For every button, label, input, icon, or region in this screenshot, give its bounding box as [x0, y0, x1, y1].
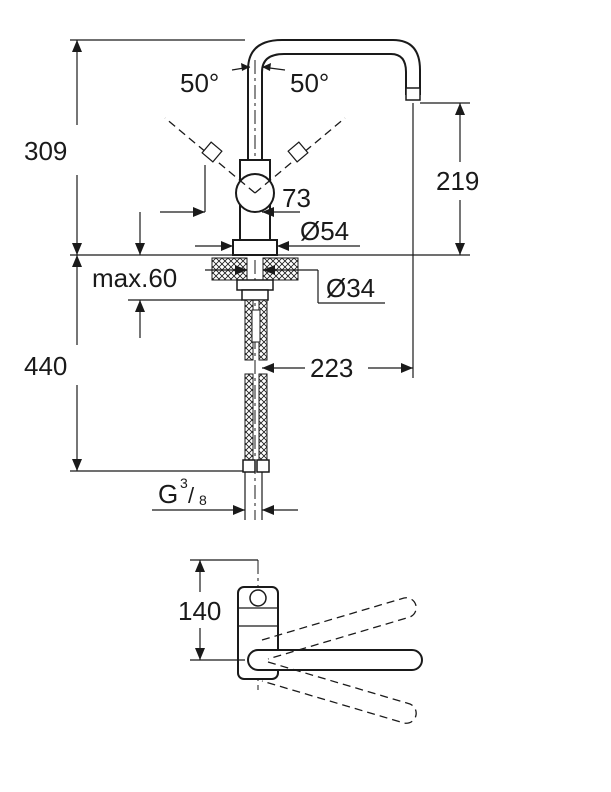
label-219: 219 [436, 166, 479, 196]
dim-spout-height: 219 [420, 102, 479, 255]
label-angle-left: 50° [180, 68, 219, 98]
dim-handle-height: 73 [160, 165, 311, 217]
dim-handle-depth: 140 [178, 559, 258, 661]
label-223: 223 [310, 353, 353, 383]
label-max60: max.60 [92, 263, 177, 293]
label-440: 440 [24, 351, 67, 381]
top-view: 140 [178, 559, 423, 724]
label-309: 309 [24, 136, 67, 166]
svg-text:/: / [188, 483, 195, 508]
dim-total-height: 309 [24, 39, 245, 255]
label-angle-right: 50° [290, 68, 329, 98]
front-elevation: 309 219 440 73 [24, 39, 479, 520]
label-140: 140 [178, 596, 221, 626]
faucet-body [232, 159, 278, 256]
lever-swivel-down [261, 661, 417, 724]
label-thread-num: 3 [180, 475, 188, 491]
dim-hole-diameter: Ø34 [205, 265, 385, 304]
deck-section [211, 257, 299, 301]
label-d34: Ø34 [326, 273, 375, 303]
label-d54: Ø54 [300, 216, 349, 246]
supply-hoses [242, 299, 270, 473]
dim-below-deck: 440 [24, 255, 243, 472]
lever-swivel-up [261, 597, 417, 660]
dim-spout-reach: 223 [262, 103, 414, 383]
dim-thread: G 3 / 8 [152, 472, 298, 520]
lever-handle [247, 649, 423, 671]
dim-base-diameter: Ø54 [195, 216, 360, 251]
label-73: 73 [282, 183, 311, 213]
label-thread-den: 8 [199, 492, 207, 508]
label-thread-g: G [158, 479, 178, 509]
dim-deck-thickness: max.60 [92, 212, 242, 338]
